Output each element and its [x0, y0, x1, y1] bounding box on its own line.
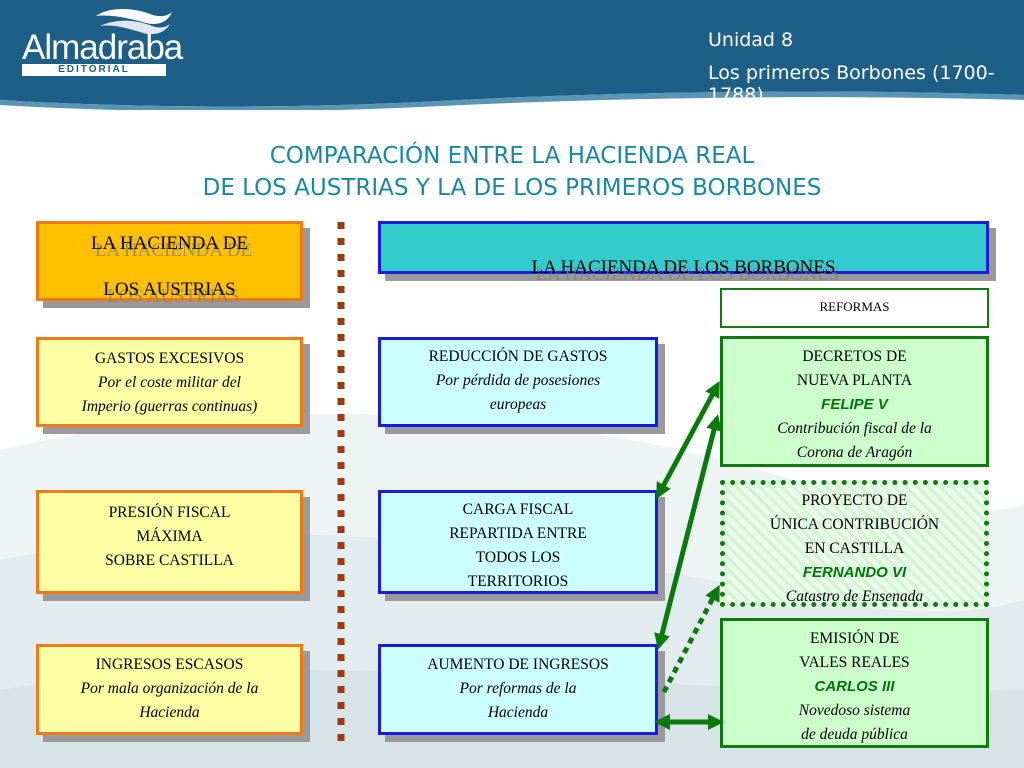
arrow-gastos-nueva-planta	[656, 380, 720, 500]
page-title: COMPARACIÓN ENTRE LA HACIENDA REAL DE LO…	[0, 140, 1024, 204]
reforma-item-king: CARLOS III	[814, 678, 895, 695]
reforma-item-title: VALES REALES	[799, 654, 910, 671]
borbones-item-detail: Por pérdida de posesiones	[435, 372, 601, 389]
arrow-carga-nueva-planta	[654, 414, 722, 650]
borbones-heading-text: LA HACIENDA DE LOS BORBONES	[531, 257, 836, 278]
austrias-item-title: GASTOS EXCESIVOS	[94, 350, 245, 367]
austrias-item-gastos: GASTOS EXCESIVOS Por el coste militar de…	[36, 337, 303, 427]
connector-arrows	[653, 380, 725, 731]
reforma-item-detail: Corona de Aragón	[796, 444, 913, 461]
austrias-item-detail: Hacienda	[139, 704, 200, 721]
column-divider	[337, 222, 345, 748]
header-band	[0, 0, 1024, 110]
austrias-item-title: INGRESOS ESCASOS	[95, 656, 244, 673]
unit-label: Unidad 8	[708, 29, 794, 51]
borbones-item-title: TODOS LOS	[475, 549, 561, 566]
borbones-item-detail: Por reformas de la	[459, 680, 577, 697]
title-line-2: DE LOS AUSTRIAS Y LA DE LOS PRIMEROS BOR…	[202, 175, 822, 201]
austrias-heading-line2: LOS AUSTRIAS	[103, 279, 236, 300]
austrias-item-detail: Imperio (guerras continuas)	[81, 398, 258, 415]
reforma-item-nueva-planta: DECRETOS DE NUEVA PLANTA FELIPE V Contri…	[720, 336, 989, 467]
reforma-item-king: FELIPE V	[821, 396, 888, 413]
reforma-item-title: NUEVA PLANTA	[796, 372, 913, 389]
reforma-item-title: PROYECTO DE	[801, 492, 908, 509]
borbones-item-aumento: AUMENTO DE INGRESOS Por reformas de la H…	[378, 644, 658, 735]
austrias-item-detail: Por el coste militar del	[98, 374, 241, 391]
borbones-item-title: REPARTIDA ENTRE	[449, 525, 587, 542]
reforma-item-vales-reales: EMISIÓN DE VALES REALES CARLOS III Noved…	[720, 618, 989, 748]
reforma-item-detail: Catastro de Ensenada	[785, 588, 924, 605]
austrias-item-detail: Por mala organización de la	[80, 680, 259, 697]
austrias-heading: LA HACIENDA DE LOS AUSTRIAS	[36, 221, 303, 301]
title-line-1: COMPARACIÓN ENTRE LA HACIENDA REAL	[269, 143, 755, 169]
borbones-item-carga: CARGA FISCAL REPARTIDA ENTRE TODOS LOS T…	[378, 490, 658, 594]
borbones-item-reduccion: REDUCCIÓN DE GASTOS Por pérdida de poses…	[378, 337, 658, 427]
logo-wordmark: Almadraba	[22, 28, 183, 67]
reforma-item-title: DECRETOS DE	[802, 348, 907, 365]
logo-subtitle: EDITORIAL	[22, 64, 166, 76]
reformas-label: REFORMAS	[720, 288, 989, 328]
borbones-item-title: AUMENTO DE INGRESOS	[427, 656, 609, 673]
austrias-item-title: MÁXIMA	[136, 528, 203, 545]
austrias-item-ingresos: INGRESOS ESCASOS Por mala organización d…	[36, 644, 303, 735]
reforma-item-unica-contribucion: PROYECTO DE ÚNICA CONTRIBUCIÓN EN CASTIL…	[720, 480, 989, 607]
reformas-label-text: REFORMAS	[819, 299, 890, 314]
reforma-item-detail: Novedoso sistema	[798, 702, 911, 719]
borbones-heading	[378, 221, 989, 274]
borbones-item-title: TERRITORIOS	[467, 573, 569, 590]
borbones-item-title: REDUCCIÓN DE GASTOS	[428, 348, 608, 365]
reforma-item-title: ÚNICA CONTRIBUCIÓN	[769, 516, 940, 533]
reforma-item-detail: de deuda pública	[801, 726, 908, 743]
austrias-item-presion: PRESIÓN FISCAL MÁXIMA SOBRE CASTILLA	[36, 490, 303, 594]
austrias-item-title: SOBRE CASTILLA	[105, 552, 234, 569]
reforma-item-detail: Contribución fiscal de la	[777, 420, 932, 437]
borbones-item-detail: europeas	[489, 396, 547, 413]
austrias-item-title: PRESIÓN FISCAL	[108, 504, 231, 521]
borbones-item-detail: Hacienda	[487, 704, 549, 721]
unit-topic: Los primeros Borbones (1700-1788)	[708, 62, 995, 106]
reforma-item-king: FERNANDO VI	[802, 564, 907, 581]
arrow-ingresos-catastro	[661, 584, 720, 694]
austrias-heading-line1: LA HACIENDA DE	[90, 233, 249, 254]
borbones-item-title: CARGA FISCAL	[462, 501, 574, 518]
reforma-item-title: EN CASTILLA	[804, 540, 905, 557]
reforma-item-title: EMISIÓN DE	[809, 630, 900, 647]
